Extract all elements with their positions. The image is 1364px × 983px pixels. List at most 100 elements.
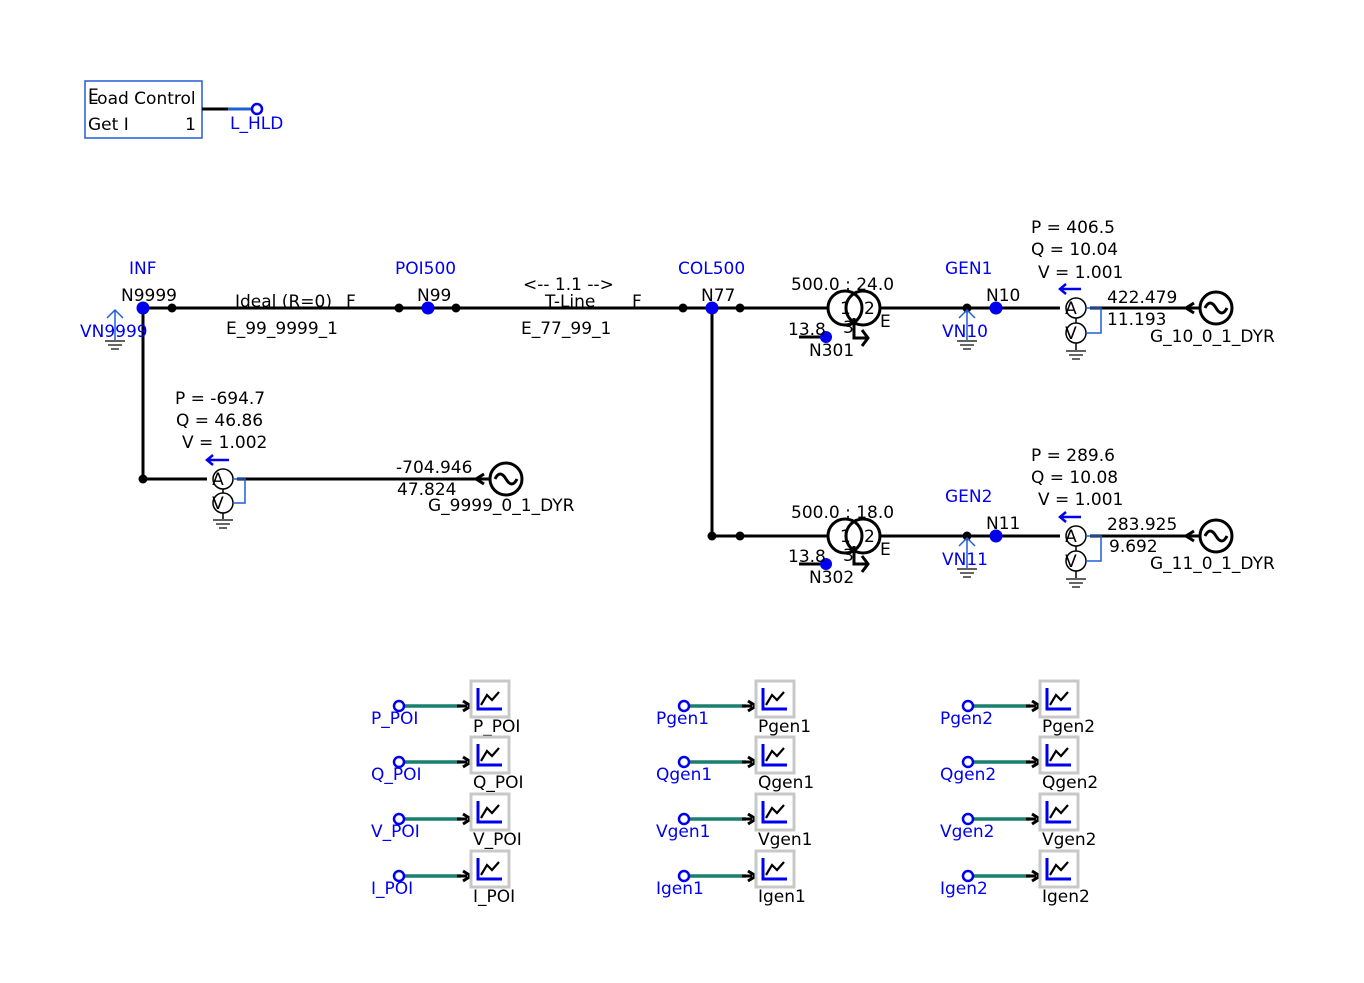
signal-label: Pgen1: [656, 709, 709, 729]
g11-mvar: 9.692: [1109, 537, 1158, 557]
poi500-bus-node: N99: [417, 286, 451, 306]
plot-trace: [1049, 804, 1069, 819]
g10-meter-icon[interactable]: [1058, 283, 1200, 360]
signal-connector-icon[interactable]: [677, 699, 691, 713]
plot-axes: [1045, 744, 1071, 767]
l-hld-connector-icon[interactable]: [250, 102, 264, 116]
plot-label: Q_POI: [473, 773, 524, 793]
gen2-bus-node-icon[interactable]: [989, 529, 1003, 543]
gen1-bus-name: GEN1: [945, 259, 992, 279]
plot-label: Igen1: [758, 887, 806, 907]
plot-label: Vgen1: [758, 830, 812, 850]
g9999-mvar: 47.824: [397, 480, 456, 500]
ideal-line-type: Ideal (R=0): [235, 292, 332, 312]
col500-bus-node-icon[interactable]: [705, 301, 719, 315]
poi500-bus-node-icon[interactable]: [421, 301, 435, 315]
load-control-frame: [84, 80, 203, 139]
load-control-corner: E: [88, 86, 99, 106]
g9999-name: G_9999_0_1_DYR: [428, 496, 575, 516]
plot-axes: [761, 744, 787, 767]
inf-bus-node-icon[interactable]: [136, 301, 150, 315]
signal-connector-icon[interactable]: [677, 755, 691, 769]
plot-trace: [765, 804, 785, 819]
inf-voltmeter-icon[interactable]: [104, 308, 126, 350]
g11-p: P = 289.6: [1031, 446, 1115, 466]
plot-axes: [476, 801, 502, 824]
plot-trace: [480, 861, 500, 876]
signal-connector-icon[interactable]: [961, 755, 975, 769]
tline-id: E_77_99_1: [521, 319, 611, 339]
transformer-2-icon[interactable]: [799, 517, 882, 573]
tline-arrow: <-- 1.1 -->: [523, 275, 614, 295]
g9999-generator-icon[interactable]: [488, 461, 524, 497]
g11-meter-icon[interactable]: [1058, 511, 1200, 588]
gen1-bus-node: N10: [986, 286, 1020, 306]
plot-axes: [761, 801, 787, 824]
signal-connector-icon[interactable]: [961, 869, 975, 883]
n301-node-icon[interactable]: [820, 331, 832, 343]
plot-label: P_POI: [473, 717, 520, 737]
gen2-bus-node: N11: [986, 514, 1020, 534]
plot-trace: [765, 691, 785, 706]
g11-name: G_11_0_1_DYR: [1150, 554, 1275, 574]
signal-connector-icon[interactable]: [392, 699, 406, 713]
load-control-block[interactable]: Load Control E Get I 1: [84, 80, 203, 139]
g11-mw: 283.925: [1107, 515, 1177, 535]
g10-ammeter-label: A: [1065, 299, 1077, 319]
tline-end: F: [632, 292, 642, 312]
gen1-voltmeter-icon[interactable]: [956, 308, 978, 350]
plot-trace: [480, 691, 500, 706]
signal-label: Qgen2: [940, 765, 996, 785]
transformer-1-w2: 2: [864, 299, 875, 319]
plot-trace: [1049, 691, 1069, 706]
signal-connector-icon[interactable]: [392, 755, 406, 769]
gen2-voltmeter-label: VN11: [942, 550, 988, 570]
g9999-mw: -704.946: [396, 458, 472, 478]
g10-generator-icon[interactable]: [1198, 290, 1234, 326]
signal-label: Pgen2: [940, 709, 993, 729]
plot-block[interactable]: Igen1 Igen1: [656, 849, 806, 907]
l-hld-label: L_HLD: [230, 114, 283, 134]
signal-connector-icon[interactable]: [961, 699, 975, 713]
col500-bus-name: COL500: [678, 259, 745, 279]
signal-connector-icon[interactable]: [677, 812, 691, 826]
load-control-title: Load Control: [88, 89, 196, 109]
gen1-bus-node-icon[interactable]: [989, 301, 1003, 315]
g11-generator-icon[interactable]: [1198, 518, 1234, 554]
signal-label: Igen1: [656, 879, 704, 899]
transformer-1-node: N301: [809, 341, 854, 361]
signal-connector-icon[interactable]: [392, 869, 406, 883]
transformer-1-w1: 1: [840, 299, 851, 319]
signal-connector-icon[interactable]: [392, 812, 406, 826]
g11-voltmeter-label: V: [1065, 552, 1077, 572]
plot-trace: [1049, 861, 1069, 876]
transformer-2-w1: 1: [840, 527, 851, 547]
load-control-row-value: 1: [185, 115, 196, 135]
plot-trace: [1049, 747, 1069, 762]
transformer-2-tertiary: 13.8: [788, 547, 826, 567]
g9999-meter-icon[interactable]: [205, 454, 485, 529]
signal-label: I_POI: [371, 879, 413, 899]
signal-connector-icon[interactable]: [677, 869, 691, 883]
gen2-voltmeter-icon[interactable]: [956, 536, 978, 578]
ideal-line-end: F: [346, 292, 356, 312]
signal-connector-icon[interactable]: [961, 812, 975, 826]
plot-axes: [476, 688, 502, 711]
plot-block[interactable]: Qgen2 Qgen2: [940, 735, 1098, 793]
n302-node-icon[interactable]: [820, 558, 832, 570]
transformer-2-w2: 2: [864, 527, 875, 547]
signal-label: Vgen2: [940, 822, 994, 842]
plot-label: Qgen2: [1042, 773, 1098, 793]
plot-trace: [765, 861, 785, 876]
g10-mw: 422.479: [1107, 288, 1177, 308]
